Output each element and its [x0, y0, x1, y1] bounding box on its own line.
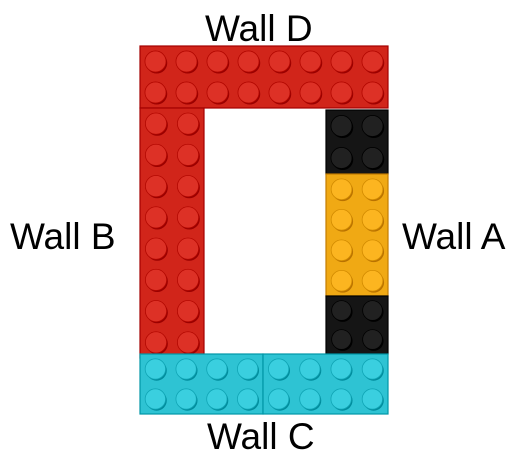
- stud: [362, 51, 383, 72]
- stud: [300, 389, 320, 409]
- stud: [145, 301, 166, 322]
- stud: [176, 51, 197, 72]
- stud: [268, 359, 288, 379]
- stud: [362, 179, 383, 200]
- stud: [177, 238, 198, 259]
- stud: [300, 51, 321, 72]
- stud: [331, 82, 352, 103]
- stud: [332, 301, 352, 321]
- stud: [269, 51, 290, 72]
- stud: [331, 147, 352, 168]
- stud: [362, 359, 382, 379]
- stud: [145, 144, 166, 165]
- stud: [331, 389, 351, 409]
- stud: [145, 113, 166, 134]
- stud: [363, 301, 383, 321]
- stud: [207, 389, 227, 409]
- stud: [177, 113, 198, 134]
- stud: [176, 389, 196, 409]
- stud: [145, 269, 166, 290]
- wall-c-right-brick: [263, 354, 388, 414]
- stud: [268, 389, 288, 409]
- stud: [177, 332, 198, 353]
- stud: [331, 240, 352, 261]
- stud: [362, 240, 383, 261]
- stud: [332, 330, 352, 350]
- stud: [331, 270, 352, 291]
- stud: [176, 82, 197, 103]
- stud: [145, 176, 166, 197]
- wall-c-left-brick: [140, 354, 263, 414]
- stud: [177, 269, 198, 290]
- stud: [177, 207, 198, 228]
- stud: [362, 389, 382, 409]
- stud: [207, 51, 228, 72]
- stud: [145, 82, 166, 103]
- stud: [363, 330, 383, 350]
- stud: [331, 359, 351, 379]
- stud: [362, 270, 383, 291]
- stud: [238, 51, 259, 72]
- stud: [145, 389, 165, 409]
- wall-d-brick: [140, 46, 388, 108]
- stud: [362, 82, 383, 103]
- stud: [331, 209, 352, 230]
- wall-a-bottom-black-brick: [326, 296, 388, 354]
- wall-b-brick: [140, 108, 204, 358]
- stud: [238, 82, 259, 103]
- stud: [237, 359, 257, 379]
- stud: [331, 115, 352, 136]
- stud: [300, 82, 321, 103]
- stud: [269, 82, 290, 103]
- stud: [331, 179, 352, 200]
- stud: [331, 51, 352, 72]
- wall-a-top-black-brick: [326, 110, 388, 174]
- stud: [176, 359, 196, 379]
- stud: [145, 238, 166, 259]
- stud: [177, 144, 198, 165]
- stud: [362, 209, 383, 230]
- stud: [145, 207, 166, 228]
- stud: [145, 332, 166, 353]
- stud: [362, 115, 383, 136]
- stud: [207, 82, 228, 103]
- stud: [145, 51, 166, 72]
- stud: [145, 359, 165, 379]
- stud: [237, 389, 257, 409]
- wall-a-yellow-brick: [326, 174, 388, 296]
- stud: [300, 359, 320, 379]
- stud: [362, 147, 383, 168]
- stud: [207, 359, 227, 379]
- stud: [177, 176, 198, 197]
- stud: [177, 301, 198, 322]
